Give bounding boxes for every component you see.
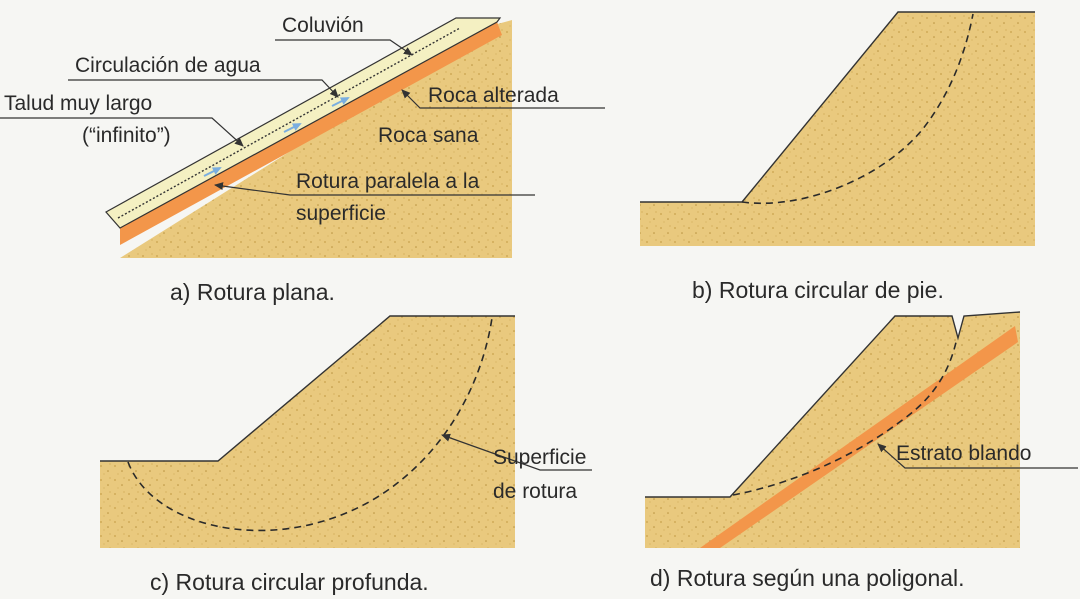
panel-d-slope-outline (645, 311, 1021, 498)
panel-a-leader-talud (0, 117, 244, 147)
panel-a-label-roca-sana: Roca sana (378, 124, 479, 147)
panel-c-label-superficie-2: de rotura (493, 480, 577, 503)
panel-d-leader-estrato (877, 443, 1078, 469)
panel-a-label-talud-2: (“infinito”) (82, 124, 171, 147)
panel-d-slip-surface (732, 337, 958, 496)
panel-a-label-coluvion: Coluvión (282, 14, 364, 37)
panel-b-slope-outline (640, 11, 1035, 203)
panel-b-toe-circular-failure: b) Rotura circular de pie. (640, 11, 1035, 303)
panel-a-water-arrow-3 (203, 167, 222, 177)
panel-c-soil-mass (100, 316, 515, 548)
panel-a-leader-roca-alterada (401, 89, 605, 109)
panel-a-leader-rotura (214, 182, 535, 196)
panel-c-deep-circular-failure: Superficie de rotura c) Rotura circular … (100, 315, 592, 595)
panel-a-leader-coluvion (275, 39, 413, 56)
panel-d-label-estrato: Estrato blando (896, 442, 1031, 465)
panel-b-caption: b) Rotura circular de pie. (692, 277, 944, 303)
panel-c-label-superficie-1: Superficie (493, 446, 586, 469)
panel-a-label-roca-alterada: Roca alterada (428, 84, 559, 107)
panel-c-leader-superficie (441, 433, 592, 471)
panel-a-label-rotura-2: superficie (296, 202, 386, 225)
panel-a-failure-plane (117, 27, 461, 219)
panel-b-slip-surface (741, 13, 974, 205)
panel-b-soil-mass (640, 12, 1035, 246)
panel-a-leader-circulacion (68, 79, 339, 98)
panel-d-soil-mass (645, 312, 1020, 548)
panel-d-soft-stratum (700, 326, 1018, 548)
panel-d-caption: d) Rotura según una poligonal. (650, 565, 965, 591)
panel-a-planar-failure: Coluvión Circulación de agua Talud muy l… (0, 14, 605, 305)
panel-a-label-circulacion: Circulación de agua (75, 54, 261, 77)
panel-c-slope-outline (100, 315, 515, 462)
panel-d-polygonal-failure: Estrato blando d) Rotura según una polig… (645, 311, 1078, 591)
panel-c-caption: c) Rotura circular profunda. (150, 569, 429, 595)
panel-a-water-arrow-1 (331, 97, 350, 107)
panel-a-water-arrow-2 (283, 123, 302, 133)
panel-a-caption: a) Rotura plana. (170, 279, 335, 305)
panel-c-slip-surface (127, 317, 493, 532)
panel-a-label-talud-1: Talud muy largo (4, 92, 152, 115)
panel-a-label-rotura-1: Rotura paralela a la (296, 170, 480, 193)
